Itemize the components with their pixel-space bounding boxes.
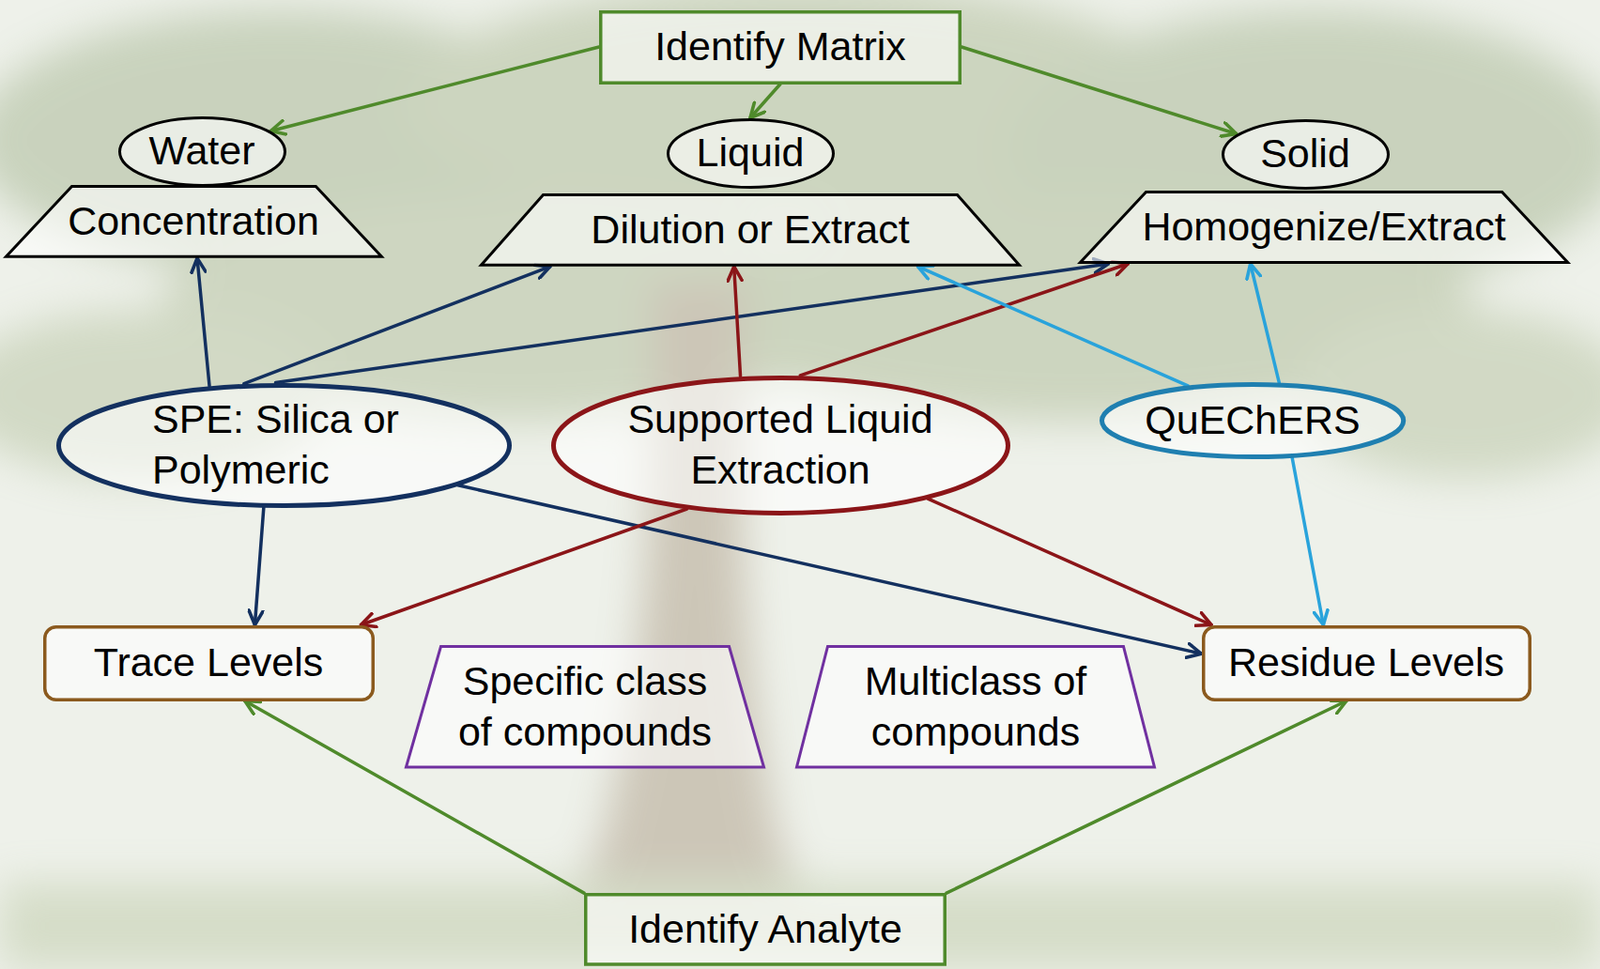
node-label: Supported Liquid Extraction <box>620 394 940 496</box>
node-label: Identify Analyte <box>628 904 903 955</box>
method-ellipse: SPE: Silica or Polymeric <box>56 383 512 508</box>
node-text: Specific class of compounds <box>448 656 722 758</box>
matrix-ellipse: Liquid <box>666 118 835 189</box>
node-label: Concentration <box>67 196 320 247</box>
node-text: Identify Analyte <box>628 904 903 955</box>
node-text: Homogenize/Extract <box>1141 201 1506 253</box>
node-text: Water <box>148 125 255 177</box>
node-label: Liquid <box>696 127 805 179</box>
node-text: Dilution or Extract <box>590 204 909 256</box>
node-text: Identify Matrix <box>654 21 907 73</box>
node-text: Multiclass of compounds <box>839 656 1112 758</box>
node-label: Homogenize/Extract <box>1141 201 1506 253</box>
step-trapezoid: Concentration <box>4 184 384 259</box>
node-outline-shape <box>553 377 1008 513</box>
node-text: Supported Liquid Extraction <box>620 394 940 496</box>
start-box: Identify Analyte <box>584 892 947 967</box>
method-ellipse: Supported Liquid Extraction <box>551 375 1011 516</box>
node-text: SPE: Silica or Polymeric <box>152 394 416 496</box>
class-trapezoid: Multiclass of compounds <box>795 645 1156 770</box>
node-outline-shape <box>44 626 373 700</box>
step-trapezoid: Homogenize/Extract <box>1078 190 1570 264</box>
node-outline-shape <box>667 119 833 187</box>
node-label: Multiclass of compounds <box>839 656 1112 758</box>
flow-arrow <box>270 46 600 131</box>
node-outline-shape <box>600 11 961 83</box>
node-label: Dilution or Extract <box>590 204 909 256</box>
class-trapezoid: Specific class of compounds <box>404 645 766 770</box>
flow-arrow <box>360 508 687 625</box>
flow-arrow <box>254 507 263 625</box>
flow-arrow <box>918 266 1189 386</box>
start-box: Identify Matrix <box>599 10 962 85</box>
node-outline-shape <box>1101 384 1403 457</box>
flow-arrow <box>800 263 1128 376</box>
node-outline-shape <box>585 894 946 965</box>
node-label: Solid <box>1260 128 1351 180</box>
node-outline-shape <box>1222 120 1388 188</box>
node-outline <box>551 375 1011 516</box>
flow-arrow <box>197 258 210 386</box>
node-outline-shape <box>406 646 765 769</box>
node-label: Residue Levels <box>1228 637 1505 689</box>
node-label: QuEChERS <box>1144 395 1360 447</box>
node-outline-shape <box>1079 192 1568 263</box>
node-outline-shape <box>58 384 509 506</box>
node-text: Residue Levels <box>1228 637 1505 689</box>
node-outline-shape <box>1202 626 1530 700</box>
flow-arrow <box>1250 263 1280 384</box>
node-outline-shape <box>481 195 1020 266</box>
step-trapezoid: Dilution or Extract <box>479 193 1021 267</box>
node-text: QuEChERS <box>1144 395 1360 447</box>
flow-arrow <box>1292 458 1324 626</box>
node-outline-shape <box>797 646 1155 769</box>
flow-arrow <box>961 46 1237 134</box>
node-text: Solid <box>1260 128 1351 180</box>
level-box: Residue Levels <box>1201 625 1532 702</box>
flow-arrow <box>276 263 1109 384</box>
node-label: Specific class of compounds <box>448 656 722 758</box>
node-text: Liquid <box>696 127 805 179</box>
flow-arrow <box>734 266 741 377</box>
matrix-ellipse: Water <box>118 116 287 187</box>
node-outline-shape <box>119 117 285 185</box>
node-text: Trace Levels <box>93 637 324 689</box>
node-outline-shape <box>5 186 382 258</box>
node-text: Concentration <box>67 196 320 247</box>
flow-arrow <box>927 498 1212 625</box>
matrix-ellipse: Solid <box>1221 119 1390 190</box>
flow-arrow <box>750 84 781 119</box>
node-label: SPE: Silica or Polymeric <box>152 394 416 496</box>
node-label: Trace Levels <box>93 637 324 689</box>
node-label: Water <box>148 125 255 177</box>
method-ellipse: QuEChERS <box>1099 382 1406 460</box>
level-box: Trace Levels <box>43 625 375 702</box>
node-label: Identify Matrix <box>654 21 907 73</box>
